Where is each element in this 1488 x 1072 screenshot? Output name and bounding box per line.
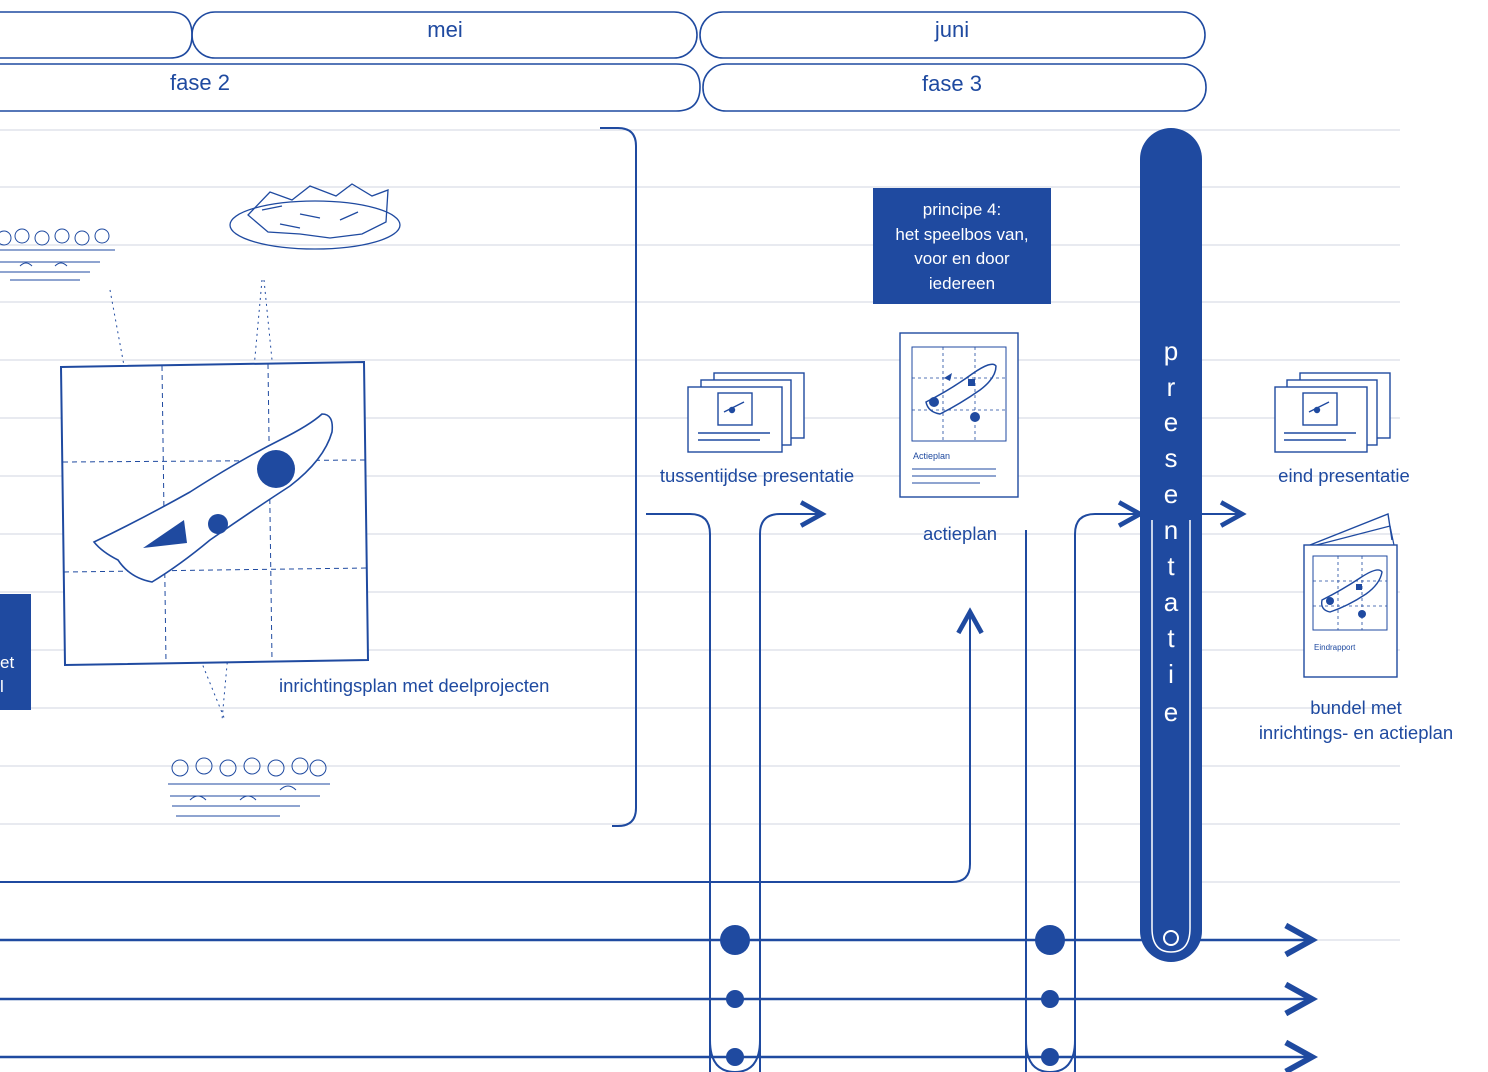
phase-3-label: fase 3 bbox=[922, 71, 982, 96]
inrichtingsplan-map-icon bbox=[59, 360, 370, 667]
milestone-dot-actieplan-2 bbox=[1041, 990, 1059, 1008]
interim-slides-icon bbox=[687, 372, 805, 453]
presentation-letter-a: a bbox=[1164, 587, 1179, 617]
presentation-vertical-text: p r e s e n t a t i e bbox=[1164, 336, 1179, 727]
crowd-sketch-top-icon bbox=[0, 228, 115, 281]
presentation-letter-e1: e bbox=[1164, 407, 1178, 437]
phase-2-bracket bbox=[600, 127, 637, 827]
phase-pill-3 bbox=[702, 63, 1207, 112]
month-juni: juni bbox=[934, 17, 969, 42]
milestone-dot-actieplan-3 bbox=[1041, 1048, 1059, 1066]
milestone-dot-interim-2 bbox=[726, 990, 744, 1008]
presentation-letter-e2: e bbox=[1164, 479, 1178, 509]
presentation-letter-t1: t bbox=[1167, 551, 1175, 581]
final-slides-icon bbox=[1274, 372, 1391, 453]
month-pill-prev bbox=[0, 11, 193, 59]
month-pill-juni bbox=[699, 11, 1206, 59]
timeline-arrows bbox=[0, 940, 1312, 1057]
eindrapport-thumb-title: Eindrapport bbox=[1314, 643, 1356, 652]
presentation-letter-p: p bbox=[1164, 336, 1178, 366]
principle-4-box bbox=[873, 188, 1051, 304]
principle-4-text: principe 4: het speelbos van, voor en do… bbox=[895, 200, 1028, 293]
presentation-letter-e3: e bbox=[1164, 697, 1178, 727]
milestone-dot-interim-3 bbox=[726, 1048, 744, 1066]
phase-header bbox=[0, 63, 1207, 112]
crowd-sketch-bottom-icon bbox=[168, 757, 330, 817]
month-header bbox=[0, 11, 1206, 59]
presentation-letter-r: r bbox=[1167, 372, 1176, 402]
phase-2-label: fase 2 bbox=[170, 70, 230, 95]
flow-connectors bbox=[0, 514, 1242, 1072]
cut-principle-text-2: l bbox=[0, 677, 4, 696]
presentation-letter-n: n bbox=[1164, 515, 1178, 545]
principle-4-line-3: voor en door bbox=[914, 249, 1010, 268]
bundle-label-line-2: inrichtings- en actieplan bbox=[1259, 722, 1453, 743]
milestone-dot-interim-1 bbox=[720, 925, 750, 955]
actieplan-thumb-title: Actieplan bbox=[913, 451, 950, 461]
final-presentation-label: eind presentatie bbox=[1278, 465, 1410, 486]
principle-4-line-4: iedereen bbox=[929, 274, 995, 293]
presentation-letter-t2: t bbox=[1167, 623, 1175, 653]
interim-presentation-label: tussentijdse presentatie bbox=[660, 465, 854, 486]
actieplan-document-icon bbox=[899, 332, 1019, 498]
cut-principle-box bbox=[0, 594, 31, 710]
actieplan-label: actieplan bbox=[923, 523, 997, 544]
bundle-label-line-1: bundel met bbox=[1310, 697, 1402, 718]
milestone-dot-actieplan-1 bbox=[1035, 925, 1065, 955]
eindrapport-booklet-icon bbox=[1303, 513, 1398, 678]
month-mei: mei bbox=[427, 17, 462, 42]
phase-pill-2 bbox=[0, 63, 701, 112]
cut-principle-text-1: et bbox=[0, 653, 14, 672]
presentation-letter-i: i bbox=[1168, 659, 1174, 689]
presentation-pillar bbox=[1140, 128, 1202, 962]
milestone-dots bbox=[720, 925, 1065, 1066]
inrichtingsplan-label: inrichtingsplan met deelprojecten bbox=[279, 675, 549, 696]
month-pill-mei bbox=[191, 11, 698, 59]
principle-4-line-1: principe 4: bbox=[923, 200, 1001, 219]
food-plate-sketch-icon bbox=[229, 183, 401, 250]
principle-4-line-2: het speelbos van, bbox=[895, 225, 1028, 244]
presentation-letter-s: s bbox=[1165, 443, 1178, 473]
